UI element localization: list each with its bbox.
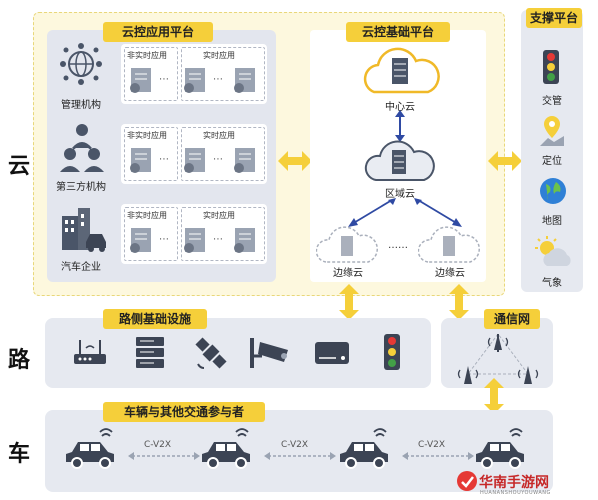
watermark-subtext: HUANANSHOUYOUWANG [480, 490, 551, 496]
arrow-center-region [395, 110, 405, 142]
road-traffic-light-icon [384, 334, 400, 370]
edge-cloud-label-left: 边缘云 [333, 268, 363, 279]
vehicle-icon-1 [66, 428, 114, 469]
edge-cloud-ellipsis: …… [388, 240, 408, 251]
storage-icon [315, 342, 349, 364]
weather-icon [535, 236, 571, 266]
svg-text:⋯: ⋯ [159, 154, 169, 165]
app-module-icons: ⋯ ⋯ [130, 68, 255, 93]
svg-text:⋯: ⋯ [159, 234, 169, 245]
support-platform-title: 支撑平台 [526, 8, 582, 28]
side-label-vehicle: 车 [8, 442, 31, 467]
comm-network-title: 通信网 [484, 309, 540, 329]
people-group-icon [60, 124, 104, 172]
edge-cloud-label-right: 边缘云 [435, 268, 465, 279]
edge-cloud-icon-left [316, 226, 378, 263]
region-cloud-icon [364, 140, 435, 181]
cv2x-link-arrow-3 [402, 452, 474, 460]
globe-network-icon [60, 43, 102, 85]
double-arrow-app-base [278, 151, 312, 171]
double-arrow-cloud-road [339, 284, 359, 320]
realtime-app-label: 实时应用 [203, 51, 235, 60]
center-cloud-icon [363, 47, 440, 94]
cv2x-link-arrow-1 [128, 452, 200, 460]
svg-text:⋯: ⋯ [213, 74, 223, 85]
realtime-app-label: 实时应用 [203, 211, 235, 220]
app-module-icons: ⋯ ⋯ [130, 228, 255, 253]
org-label-management: 管理机构 [61, 100, 101, 111]
double-arrow-comm-vehicle [484, 378, 504, 414]
app-row-3: 非实时应用 实时应用 ⋯ ⋯ [121, 204, 267, 264]
org-label-car-company: 汽车企业 [61, 262, 101, 273]
double-arrow-cloud-comm [449, 284, 469, 320]
watermark-logo-icon [457, 471, 477, 491]
svg-text:⋯: ⋯ [213, 234, 223, 245]
support-label-traffic: 交管 [542, 96, 562, 107]
road-infrastructure-title: 路侧基础设施 [103, 309, 207, 329]
app-row-1: 非实时应用 实时应用 ⋯ ⋯ [121, 44, 267, 104]
region-cloud-label: 区域云 [385, 189, 415, 200]
center-cloud-label: 中心云 [385, 102, 415, 113]
double-arrow-base-support [488, 151, 522, 171]
location-pin-icon [540, 116, 564, 146]
traffic-light-icon [543, 50, 559, 84]
org-label-third-party: 第三方机构 [56, 182, 106, 193]
cv2x-link-arrow-2 [264, 452, 336, 460]
vehicles-title: 车辆与其他交通参与者 [103, 402, 265, 422]
non-realtime-app-label: 非实时应用 [127, 51, 167, 60]
edge-cloud-icon-right [418, 226, 480, 263]
router-icon [74, 340, 106, 364]
car-company-icon [62, 208, 106, 252]
cloud-app-platform-title: 云控应用平台 [103, 22, 213, 42]
map-globe-icon [540, 178, 566, 204]
svg-text:⋯: ⋯ [213, 154, 223, 165]
road-infrastructure-panel [45, 318, 431, 388]
support-label-map: 地图 [542, 216, 562, 227]
side-label-road: 路 [8, 348, 31, 373]
cv2x-link-label-1: C-V2X [144, 440, 172, 450]
cloud-base-platform-title: 云控基础平台 [346, 22, 450, 42]
satellite-icon [195, 337, 227, 369]
server-icon [136, 337, 164, 368]
side-label-cloud: 云 [8, 154, 31, 179]
support-label-weather: 气象 [542, 278, 562, 289]
support-label-positioning: 定位 [542, 156, 562, 167]
app-row-2: 非实时应用 实时应用 ⋯ ⋯ [121, 124, 267, 184]
watermark-name: 华南手游网 [479, 475, 549, 491]
non-realtime-app-label: 非实时应用 [127, 211, 167, 220]
realtime-app-label: 实时应用 [203, 131, 235, 140]
cell-tower-network-icon [457, 333, 539, 384]
camera-icon [250, 338, 288, 368]
vehicle-icon-3 [340, 428, 388, 469]
svg-text:⋯: ⋯ [159, 74, 169, 85]
arrows-region-edge [348, 198, 462, 227]
vehicle-icon-4 [476, 428, 524, 469]
non-realtime-app-label: 非实时应用 [127, 131, 167, 140]
cv2x-link-label-3: C-V2X [418, 440, 446, 450]
cv2x-link-label-2: C-V2X [281, 440, 309, 450]
vehicle-icon-2 [202, 428, 250, 469]
app-module-icons: ⋯ ⋯ [130, 148, 255, 173]
